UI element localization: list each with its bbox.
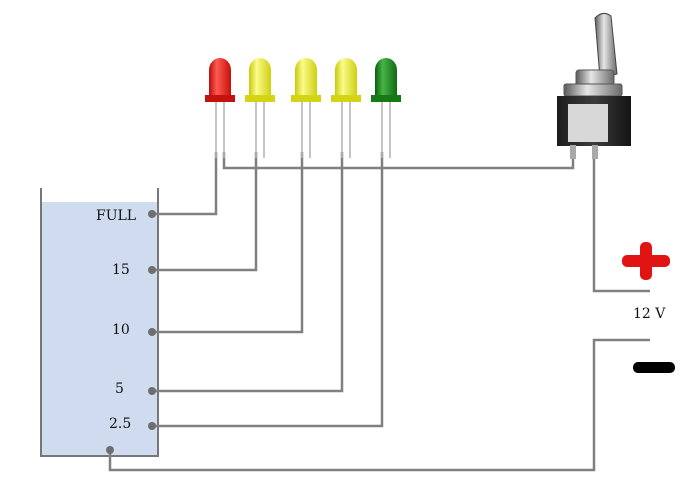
wire-10 [152,152,304,334]
led-yellow-2 [291,58,321,102]
wire-full [152,152,218,216]
level-labels: FULL 15 10 5 2.5 [96,208,136,432]
wire-5 [152,152,344,393]
battery-voltage-label: 12 V [633,306,666,322]
led-red [205,58,235,102]
probes [106,210,156,454]
level-label-5: 5 [115,381,124,397]
led-yellow-1 [245,58,275,102]
wire-minus [108,338,650,472]
wiring [108,150,650,472]
level-label-10: 10 [112,322,130,338]
water-tank [40,188,159,457]
wire-15 [152,152,258,272]
led-legs [215,102,391,158]
led-yellow-3 [331,58,361,102]
level-label-15: 15 [112,262,130,278]
level-label-2-5: 2.5 [109,416,131,432]
water-fill [41,202,158,456]
level-label-full: FULL [96,208,136,224]
toggle-switch[interactable] [557,12,631,159]
led-green [371,58,401,102]
wire-2-5 [152,152,384,428]
common-anode-bus [222,150,575,170]
switch-nut [563,83,623,97]
wire-switch-to-plus [592,150,650,293]
switch-lever [594,12,618,79]
minus-icon [633,362,675,373]
tank-outline [40,188,159,457]
plus-icon [622,242,670,280]
